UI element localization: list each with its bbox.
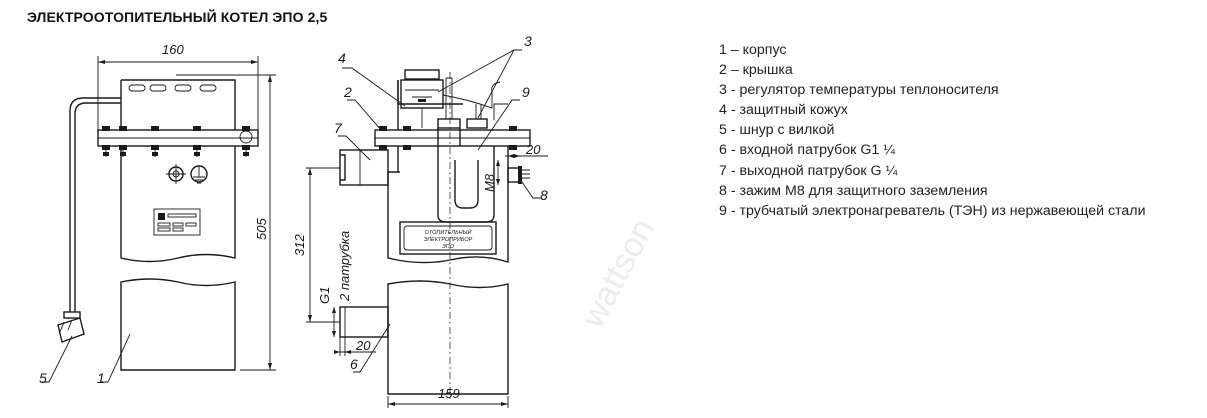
callout-8: 8 [540,187,548,203]
svg-text:159: 159 [438,386,460,401]
legend-item: 4 - защитный кожух [719,102,848,119]
temperature-regulator [400,69,501,128]
legend-item: 3 - регулятор температуры теплоносителя [719,82,999,99]
svg-text:2 патрубка: 2 патрубка [337,231,352,302]
legend-item: 1 – корпус [719,42,787,58]
dimension-m8: M8 [482,160,500,192]
legend-item: 6 - входной патрубок G1 ¼ [719,142,896,159]
dimension-20-top: 20 [505,142,548,158]
svg-text:ЭЛЕКТРОПРИБОР: ЭЛЕКТРОПРИБОР [424,237,473,243]
dimension-g1: G1 2 патрубка [317,231,352,337]
side-bolts [379,126,517,150]
svg-text:ОТОПИТЕЛЬНЫЙ: ОТОПИТЕЛЬНЫЙ [425,228,472,236]
front-view: 160 505 1 5 [39,42,276,386]
parts-legend: 1 – корпус 2 – крышка 3 - регулятор темп… [719,40,1146,221]
power-cord [57,97,121,343]
callout-6: 6 [350,356,358,372]
callout-5: 5 [39,370,47,386]
svg-text:312: 312 [292,234,307,256]
dimension-159: 159 [387,386,509,408]
dimension-505: 505 [176,74,276,371]
svg-text:G1: G1 [317,287,332,304]
dimension-160: 160 [97,42,259,130]
svg-text:505: 505 [254,218,269,240]
inlet-pipe [339,306,389,338]
page-title: ЭЛЕКТРООТОПИТЕЛЬНЫЙ КОТЕЛ ЭПО 2,5 [27,9,328,25]
callout-1: 1 [97,370,105,386]
svg-text:ЭПО: ЭПО [442,244,455,250]
legend-item: 5 - шнур с вилкой [719,122,835,139]
legend-item: 7 - выходной патрубок G ¼ [719,162,898,179]
callout-4: 4 [338,50,346,66]
svg-text:20: 20 [525,142,541,157]
side-nameplate: ОТОПИТЕЛЬНЫЙ ЭЛЕКТРОПРИБОР ЭПО [399,221,497,255]
ground-terminal [166,164,208,184]
front-nameplate [153,208,201,236]
watermark: wattson [573,212,662,334]
side-view: ОТОПИТЕЛЬНЫЙ ЭЛЕКТРОПРИБОР ЭПО 312 G1 2 … [292,33,548,408]
svg-text:160: 160 [162,42,184,57]
dimension-20-bottom: 20 [334,337,376,356]
callout-7: 7 [334,120,343,136]
ground-clamp [507,166,530,184]
front-bolts [102,126,250,157]
callout-9: 9 [522,84,530,100]
callout-3: 3 [524,33,532,49]
legend-item: 2 – крышка [719,62,793,79]
outlet-pipe [339,149,389,186]
svg-text:20: 20 [355,338,371,353]
legend-item: 8 - зажим М8 для защитного заземления [719,182,988,199]
callout-2: 2 [343,84,352,100]
heating-element [437,77,508,223]
dimension-312: 312 [292,167,340,323]
legend-item: 9 - трубчатый электронагреватель (ТЭН) и… [719,202,1146,219]
svg-text:M8: M8 [482,173,497,192]
